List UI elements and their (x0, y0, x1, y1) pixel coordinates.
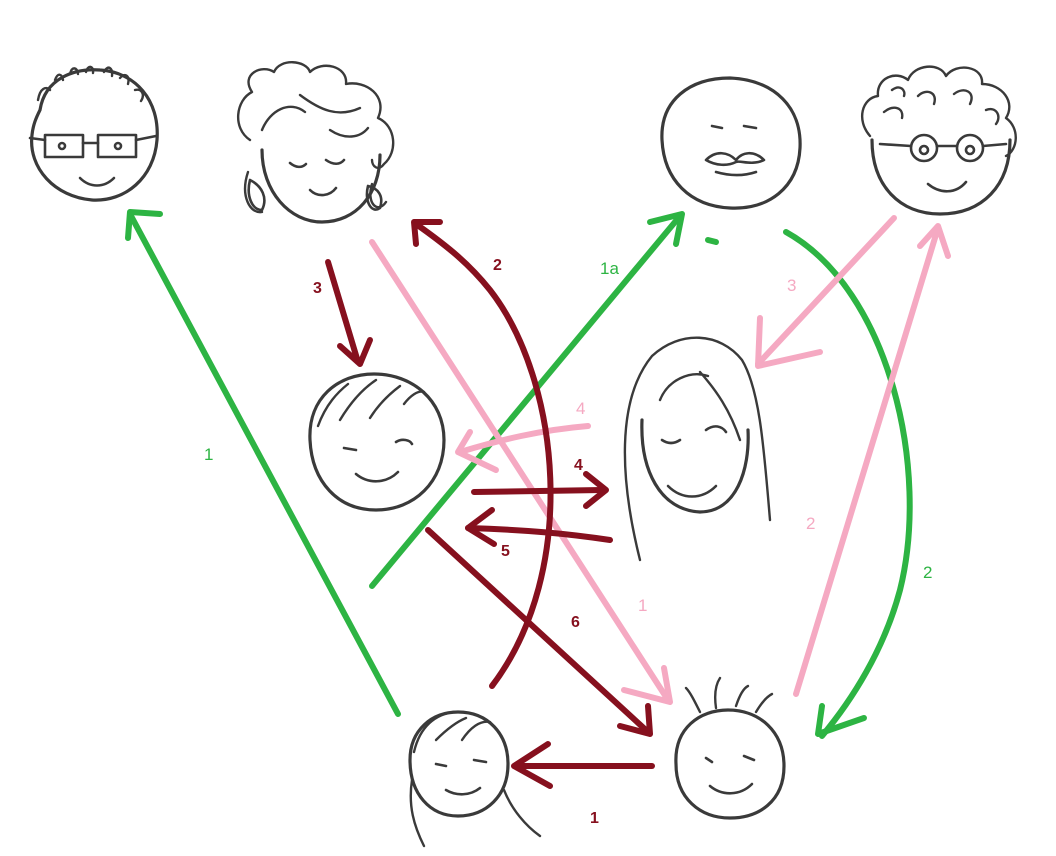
label-maroon-4: 4 (574, 457, 583, 474)
label-maroon-5: 5 (501, 543, 510, 560)
arrow-pink-3 (755, 215, 897, 369)
arrow-green-2 (783, 229, 913, 739)
label-green-1a: 1a (600, 259, 619, 278)
arrow-pink-1 (369, 239, 673, 705)
label-maroon-3: 3 (313, 280, 322, 297)
label-maroon-6: 6 (571, 614, 580, 631)
label-green-2: 2 (923, 563, 932, 582)
arrow-maroon-4 (471, 471, 609, 509)
label-pink-3: 3 (787, 276, 796, 295)
arrow-green-1a (369, 211, 719, 589)
label-pink-1: 1 (638, 596, 647, 615)
arrow-maroon-3 (325, 259, 373, 367)
label-pink-2: 2 (806, 514, 815, 533)
face-curly-woman (236, 61, 395, 224)
face-bottom-girl (408, 710, 542, 848)
face-grandma (860, 65, 1017, 216)
face-long-hair-woman (623, 336, 772, 562)
label-green-1: 1 (204, 445, 213, 464)
arrow-pink-4 (455, 423, 591, 473)
arrow-maroon-1 (511, 741, 655, 789)
arrow-green-1 (125, 209, 401, 717)
label-maroon-2: 2 (493, 257, 502, 274)
arrow-maroon-6 (425, 527, 653, 737)
arrow-maroon-5 (465, 507, 613, 547)
face-glasses-boy (28, 65, 159, 202)
face-bald-man (660, 76, 802, 210)
face-spiky-kid (674, 676, 786, 820)
label-pink-4: 4 (576, 399, 585, 418)
arrow-pink-2 (793, 223, 951, 697)
face-center-boy (308, 372, 446, 512)
arrow-maroon-2 (411, 219, 554, 689)
label-maroon-1: 1 (590, 810, 599, 827)
